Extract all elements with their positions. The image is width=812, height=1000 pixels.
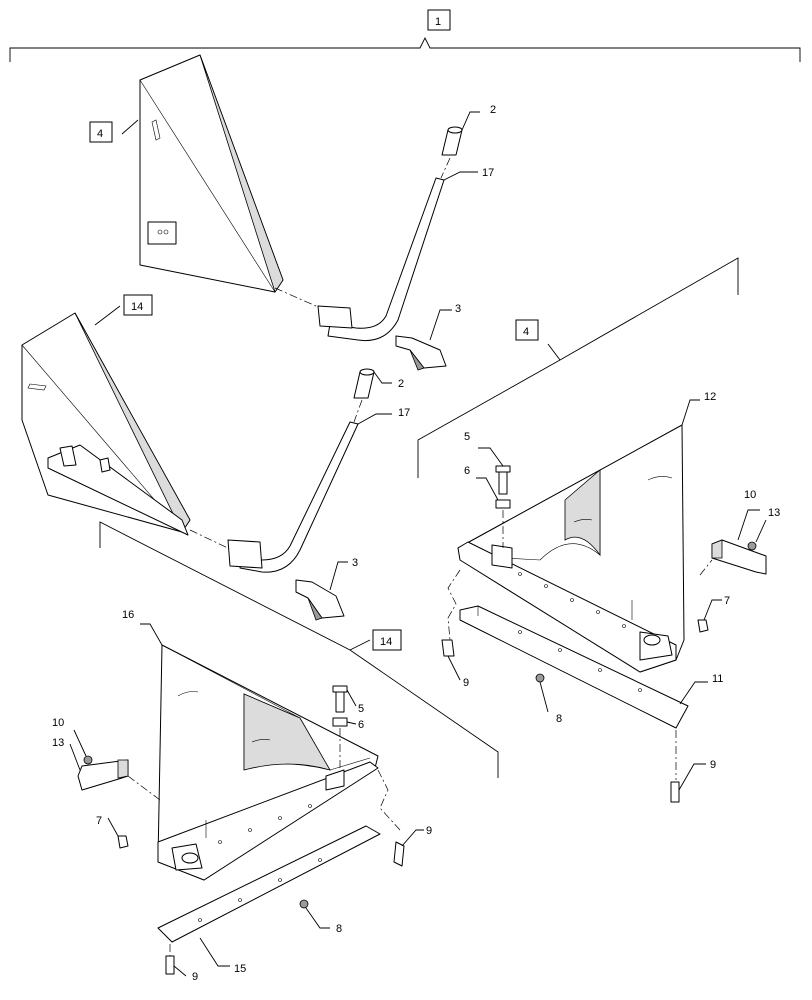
callout-2b: 2 [398, 378, 404, 390]
assembly-bracket-4: 4 [417, 257, 739, 478]
callout-box-4b [515, 319, 539, 341]
hardware-lower: 7 9 8 9 [96, 769, 432, 983]
callout-6a: 6 [464, 465, 470, 477]
callout-5b: 5 [358, 703, 364, 715]
callout-4a: 4 [97, 128, 103, 140]
callout-16: 16 [122, 609, 134, 621]
callout-3a: 3 [455, 303, 461, 315]
callout-2a: 2 [490, 104, 496, 116]
callout-7a: 7 [724, 595, 730, 607]
bolt-lower: 5 6 [332, 685, 364, 770]
guard-right: 12 [457, 391, 716, 673]
callout-17b: 17 [398, 407, 410, 419]
callout-9b: 9 [710, 759, 716, 771]
clamp-lower: 10 13 [52, 717, 161, 801]
callout-9c: 9 [426, 825, 432, 837]
strip-right: 11 [459, 605, 723, 729]
callout-9a: 9 [463, 677, 469, 689]
assembly-bracket-14: 14 [99, 521, 499, 778]
callout-9d: 9 [192, 971, 198, 983]
callout-box-1 [427, 9, 451, 31]
cover-panel-lower: 14 [21, 294, 191, 536]
callout-14a: 14 [131, 301, 143, 313]
callout-13b: 13 [52, 737, 64, 749]
guard-lower: 16 [122, 609, 379, 881]
bolt-right: 5 6 [464, 431, 511, 548]
centerline [274, 287, 326, 311]
callout-box-14b [372, 629, 402, 651]
assembly-bracket-1: 1 [9, 9, 801, 62]
callout-1: 1 [435, 16, 441, 28]
callout-14b: 14 [380, 636, 392, 648]
callout-10a: 10 [744, 489, 756, 501]
callout-12: 12 [704, 391, 716, 403]
cover-panel-upper: 4 [89, 54, 284, 293]
callout-10b: 10 [52, 717, 64, 729]
callout-box-4a [89, 121, 113, 143]
callout-box-14a [123, 294, 153, 316]
callout-4b: 4 [523, 326, 529, 338]
clamp-right: 10 13 [699, 489, 780, 576]
callout-8a: 8 [556, 713, 562, 725]
callout-5a: 5 [464, 431, 470, 443]
callout-6b: 6 [358, 719, 364, 731]
callout-7b: 7 [96, 815, 102, 827]
callout-11: 11 [712, 673, 723, 685]
callout-8b: 8 [336, 923, 342, 935]
centerline [189, 529, 233, 551]
hardware-right: 7 9 8 9 [441, 569, 730, 803]
support-rod-lower: 2 17 3 [227, 368, 410, 621]
support-rod-upper: 2 17 3 [317, 104, 496, 371]
callout-15: 15 [234, 963, 246, 975]
callout-17a: 17 [482, 167, 494, 179]
callout-13a: 13 [768, 507, 780, 519]
callout-3b: 3 [352, 557, 358, 569]
strip-lower: 15 [157, 825, 381, 975]
